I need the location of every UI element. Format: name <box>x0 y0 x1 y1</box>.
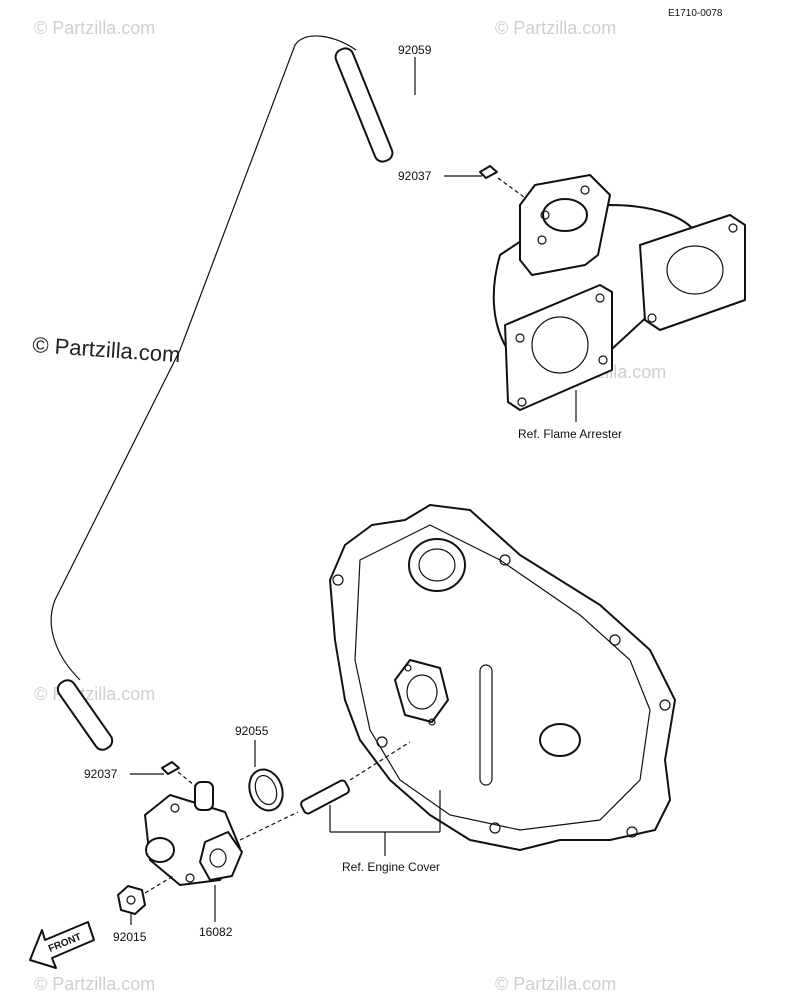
label-92037-upper: 92037 <box>398 169 432 183</box>
engine-cover-port <box>406 674 438 710</box>
engine-cover-bolt-f <box>609 634 621 646</box>
nut-hole <box>126 895 136 905</box>
engine-cover: Ref. Engine Cover <box>329 504 676 874</box>
engine-cover-port-bolt-2 <box>428 718 436 726</box>
engine-cover-bolt-c <box>489 822 501 834</box>
nut <box>117 885 146 915</box>
upper-clip <box>479 165 498 179</box>
lower-hose-group <box>56 679 114 751</box>
watermark-bottom-left: © Partzilla.com <box>34 974 155 994</box>
front-arrow: FRONT <box>29 921 95 969</box>
oring-group: 92055 <box>235 724 284 812</box>
oring <box>248 768 284 812</box>
nut-guide <box>144 874 176 894</box>
arrester-plate-right-port <box>666 245 724 295</box>
engine-cover-bolt-g <box>499 554 511 566</box>
stud-pump-guide <box>239 811 299 841</box>
flange-bolt-1 <box>540 210 550 220</box>
watermark-top-left: © Partzilla.com <box>34 18 155 38</box>
oring-inner <box>254 774 278 806</box>
flange-bolt-2 <box>580 185 590 195</box>
fuel-pump-flange-hole <box>209 848 227 868</box>
arrester-flange-port <box>542 198 588 232</box>
flange-bolt-3 <box>537 235 547 245</box>
watermark-center-left: © Partzilla.com <box>32 332 182 367</box>
stud <box>300 779 350 815</box>
plate-front-bolt-3 <box>517 397 527 407</box>
label-92055: 92055 <box>235 724 269 738</box>
nut-group: 92015 <box>113 874 176 944</box>
label-16082: 16082 <box>199 925 233 939</box>
engine-cover-neck-inner <box>418 548 456 582</box>
front-arrow-shape <box>29 921 95 969</box>
upper-hose-group: 92059 <box>334 43 432 163</box>
label-92059: 92059 <box>398 43 432 57</box>
engine-cover-outline <box>329 504 676 851</box>
watermark-group: © Partzilla.com © Partzilla.com © Partzi… <box>32 18 667 994</box>
engine-cover-bolt-e <box>659 699 671 711</box>
plate-front-bolt-4 <box>598 355 608 365</box>
lower-clip <box>161 761 180 775</box>
fuel-pump-group: 16082 <box>144 781 243 939</box>
arrester-plate-front <box>504 284 613 411</box>
engine-cover-neck <box>408 538 466 592</box>
engine-cover-bolt-a <box>332 574 344 586</box>
label-ref-engine-cover: Ref. Engine Cover <box>342 860 440 874</box>
stud-group <box>239 741 411 841</box>
arrester-plate-right <box>639 214 746 331</box>
engine-cover-boss <box>539 723 581 757</box>
label-ref-flame-arrester: Ref. Flame Arrester <box>518 427 622 441</box>
lower-clip-group: 92037 <box>84 761 201 791</box>
plate-front-bolt-2 <box>595 293 605 303</box>
watermark-lower-left: © Partzilla.com <box>34 684 155 704</box>
upper-clip-guide <box>497 177 529 201</box>
engine-cover-slot <box>479 664 493 786</box>
watermark-top-right: © Partzilla.com <box>495 18 616 38</box>
watermark-bottom-right: © Partzilla.com <box>495 974 616 994</box>
label-92037-lower: 92037 <box>84 767 118 781</box>
fuel-pump-screw-2 <box>185 873 195 883</box>
lower-hose <box>56 679 114 751</box>
plate-right-bolt-1 <box>647 313 657 323</box>
upper-clip-group: 92037 <box>398 165 529 201</box>
fuel-pump-flange <box>199 831 243 881</box>
fuel-pump-inlet <box>194 781 214 811</box>
plate-front-bolt-1 <box>515 333 525 343</box>
engine-cover-bolt-b <box>376 736 388 748</box>
label-92015: 92015 <box>113 930 147 944</box>
stud-guide <box>349 741 411 781</box>
engine-cover-inner <box>354 524 651 831</box>
upper-hose <box>334 47 394 163</box>
fuel-line <box>50 35 357 681</box>
engine-cover-bolt-d <box>626 826 638 838</box>
fuel-pump-screw-1 <box>170 803 180 813</box>
diagram-code: E1710-0078 <box>668 8 723 19</box>
plate-right-bolt-2 <box>728 223 738 233</box>
engine-cover-port-flange <box>394 659 449 723</box>
fuel-pump-boss <box>145 837 175 863</box>
flame-arrester: Ref. Flame Arrester <box>492 174 746 441</box>
engine-cover-port-bolt-1 <box>404 664 412 672</box>
arrester-plate-front-port <box>531 316 589 374</box>
